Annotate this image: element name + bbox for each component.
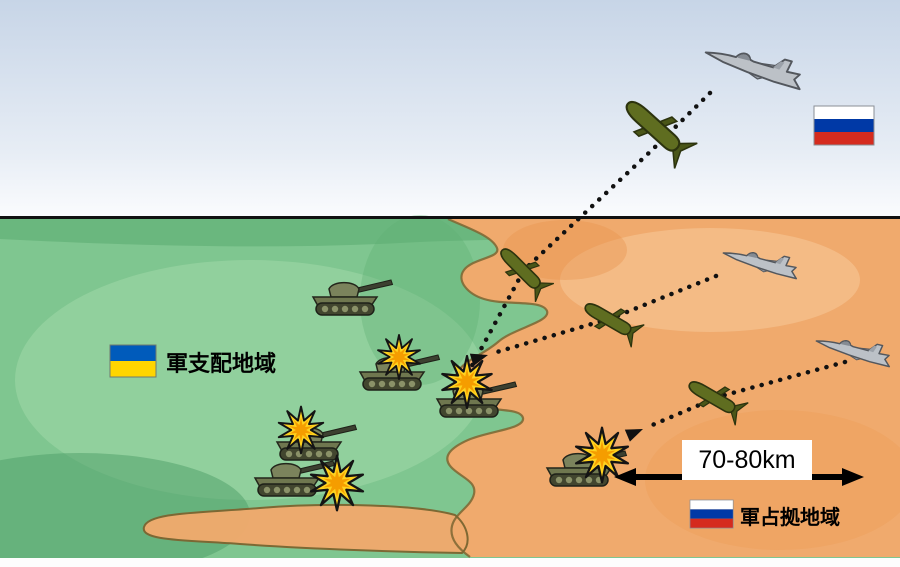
distance-label-box [682, 440, 812, 480]
ukraine-flag-blue-stripe [110, 345, 156, 361]
distance-label: 70-80km [698, 446, 795, 474]
controlled-area-legend: 軍支配地域 [109, 344, 276, 378]
distance-arrow-right-head [842, 468, 864, 486]
trajectory-line-1 [465, 90, 713, 376]
occupied-area-label: 軍占拠地域 [740, 505, 840, 529]
bomb-trajectories [465, 90, 848, 429]
trajectory-line-2 [494, 273, 719, 355]
horizon-line [0, 216, 900, 219]
russia-flag-icon [813, 105, 875, 146]
trajectory-line-3 [647, 359, 848, 429]
sky-background [0, 0, 900, 218]
trajectory-arrowhead-2 [469, 353, 488, 367]
controlled-area-label: 軍支配地域 [166, 351, 276, 376]
ukraine-flag-yellow-stripe [110, 361, 156, 377]
bottom-margin [0, 558, 900, 567]
occupied-area-legend: 軍占拠地域 [689, 499, 840, 529]
distance-arrow-left-head [614, 468, 636, 486]
russia-flag-icon-small [689, 499, 734, 529]
trajectory-arrowhead-3 [624, 429, 643, 442]
ukraine-flag-icon [109, 344, 157, 378]
distance-marker: 70-80km [614, 440, 864, 486]
